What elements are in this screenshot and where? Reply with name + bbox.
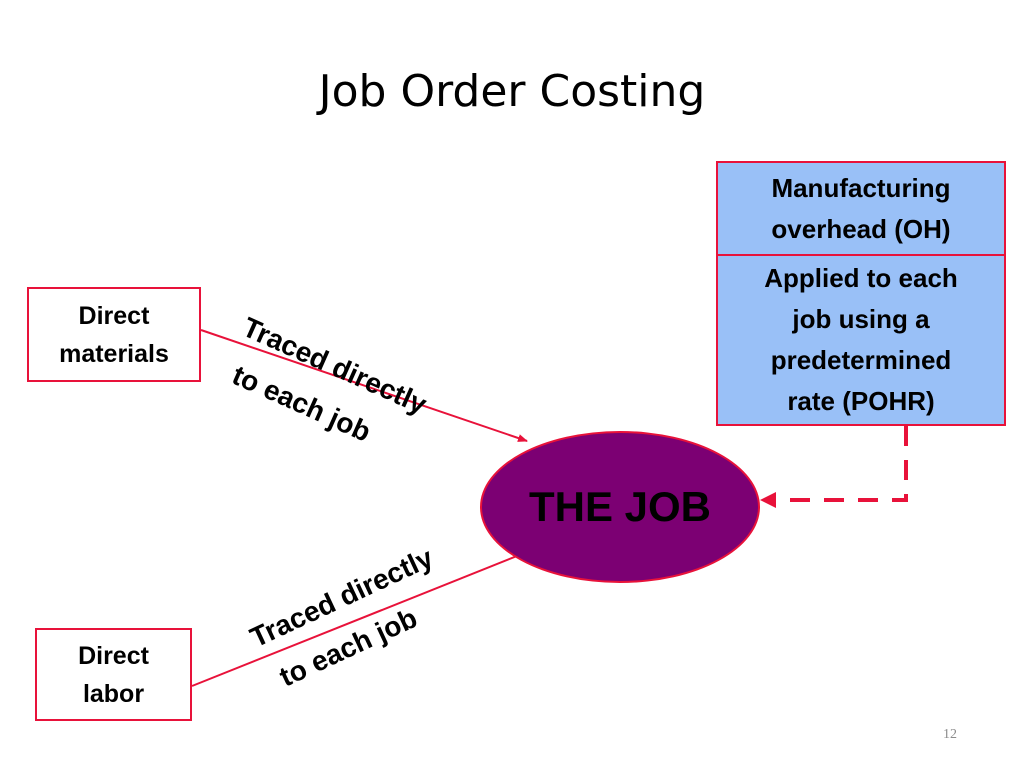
direct-materials-box: Direct materials	[27, 287, 201, 382]
applied-line2: job using a	[792, 304, 930, 334]
overhead-line1: Manufacturing	[771, 172, 951, 203]
manufacturing-overhead-box: Manufacturing overhead (OH)	[716, 161, 1006, 256]
applied-line1: Applied to each	[764, 263, 958, 293]
page-number: 12	[943, 727, 957, 742]
applied-line3: predetermined	[770, 345, 952, 375]
the-job-ellipse: THE JOB	[480, 431, 760, 583]
direct-labor-line1: Direct	[78, 641, 149, 670]
slide-title: Job Order Costing	[318, 66, 706, 117]
direct-labor-line2: labor	[82, 679, 145, 708]
direct-labor-box: Direct labor	[35, 628, 192, 721]
applied-pohr-box: Applied to each job using a predetermine…	[716, 256, 1006, 426]
overhead-line2: overhead (OH)	[771, 213, 951, 244]
applied-line4: rate (POHR)	[787, 386, 935, 416]
arrow-overhead-to-job	[770, 426, 908, 502]
arrow-materials-to-job	[200, 329, 528, 442]
direct-materials-line2: materials	[59, 339, 169, 368]
arrow-labor-to-job	[191, 551, 528, 687]
arrow-overhead-head	[760, 492, 776, 508]
the-job-label: THE JOB	[528, 483, 712, 530]
direct-materials-line1: Direct	[78, 301, 150, 330]
